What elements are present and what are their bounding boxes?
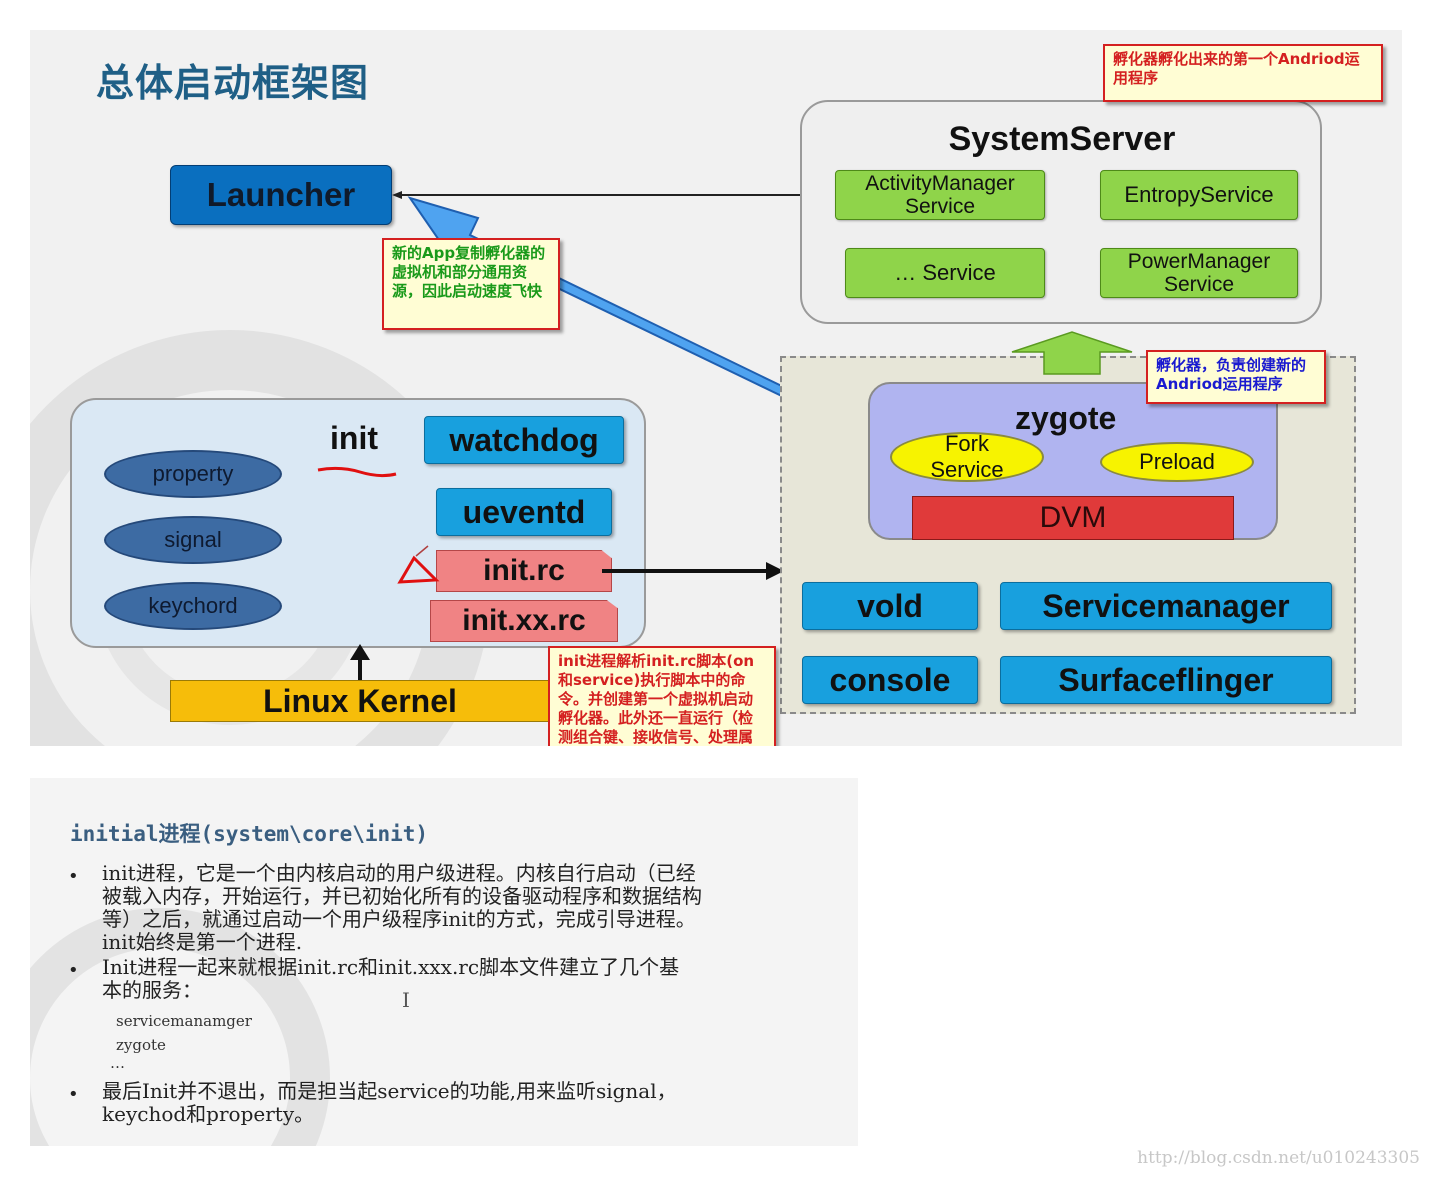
signal-oval: signal	[104, 516, 282, 564]
red-underline-mark	[317, 466, 397, 478]
ueventd-box: ueventd	[436, 488, 612, 536]
service-item: servicemanamger	[116, 1012, 252, 1030]
bullet-icon: •	[68, 960, 79, 981]
service-item: zygote	[116, 1036, 166, 1054]
system-server-title: SystemServer	[948, 120, 1176, 158]
linux-kernel-box: Linux Kernel	[170, 680, 550, 722]
servicemanager-box: Servicemanager	[1000, 582, 1332, 630]
watchdog-box: watchdog	[424, 416, 624, 464]
init-rc-box: init.rc	[436, 550, 612, 592]
page-title: 总体启动框架图	[96, 61, 370, 105]
section-title: initial进程(system\core\init)	[70, 822, 429, 846]
init-xx-rc-box: init.xx.rc	[430, 600, 618, 642]
bullet-1-line: 等）之后，就通过启动一个用户级程序init的方式，完成引导进程。	[102, 907, 696, 931]
bullet-icon: •	[68, 1084, 79, 1105]
background-decoration-2	[30, 908, 330, 1146]
zygote-title: zygote	[1015, 400, 1117, 436]
note-incubator: 孵化器，负责创建新的Andriod运用程序	[1146, 350, 1326, 404]
init-rc-arrow	[602, 562, 784, 580]
preload-oval: Preload	[1100, 442, 1254, 482]
other-service-box: … Service	[845, 248, 1045, 298]
vold-box: vold	[802, 582, 978, 630]
bullet-2: Init进程一起来就根据init.rc和init.xxx.rc脚本文件建立了几个…	[102, 956, 679, 1002]
note-first-app: 孵化器孵化出来的第一个Andriod运用程序	[1103, 44, 1383, 102]
property-oval: property	[104, 450, 282, 498]
bullet-2-line: 本的服务：	[102, 978, 202, 1002]
bullet-3-line: keychod和property。	[102, 1102, 315, 1126]
bullet-1: init进程，它是一个由内核启动的用户级进程。内核自行启动（已经 被载入内存，开…	[102, 862, 702, 954]
init-label: init	[330, 420, 378, 456]
bullet-1-line: init始终是第一个进程.	[102, 930, 303, 954]
fork-service-oval: Fork Service	[890, 431, 1044, 482]
note-app-copy: 新的App复制孵化器的虚拟机和部分通用资源，因此启动速度飞快	[382, 238, 560, 330]
up-arrow	[1011, 331, 1133, 375]
bullet-1-line: init进程，它是一个由内核启动的用户级进程。内核自行启动（已经	[102, 861, 696, 885]
text-slide: initial进程(system\core\init) • init进程，它是一…	[30, 778, 858, 1146]
surfaceflinger-box: Surfaceflinger	[1000, 656, 1332, 704]
launcher-box: Launcher	[170, 165, 392, 225]
power-manager-service-box: PowerManager Service	[1100, 248, 1298, 298]
bullet-1-line: 被载入内存，开始运行，并已初始化所有的设备驱动程序和数据结构	[102, 884, 702, 908]
keychord-oval: keychord	[104, 582, 282, 630]
bullet-3: 最后Init并不退出，而是担当起service的功能,用来监听signal， k…	[102, 1080, 677, 1126]
console-box: console	[802, 656, 978, 704]
watermark: http://blog.csdn.net/u010243305	[1137, 1148, 1420, 1168]
bullet-2-line: Init进程一起来就根据init.rc和init.xxx.rc脚本文件建立了几个…	[102, 955, 680, 979]
dvm-box: DVM	[912, 496, 1234, 540]
bullet-icon: •	[68, 866, 79, 887]
connector-lines	[392, 191, 800, 199]
service-item: …	[110, 1054, 125, 1072]
bullet-3-line: 最后Init并不退出，而是担当起service的功能,用来监听signal，	[102, 1079, 677, 1103]
text-cursor-icon: I	[402, 988, 410, 1012]
entropy-service-box: EntropyService	[1100, 170, 1298, 220]
diagram-slide: 总体启动框架图 Launcher SystemServer ActivityMa…	[30, 30, 1402, 746]
note-init-desc: init进程解析init.rc脚本(on和service)执行脚本中的命令。并创…	[548, 646, 776, 746]
kernel-arrow	[350, 644, 370, 680]
red-sketch-mark	[397, 545, 440, 584]
activity-manager-service-box: ActivityManager Service	[835, 170, 1045, 220]
